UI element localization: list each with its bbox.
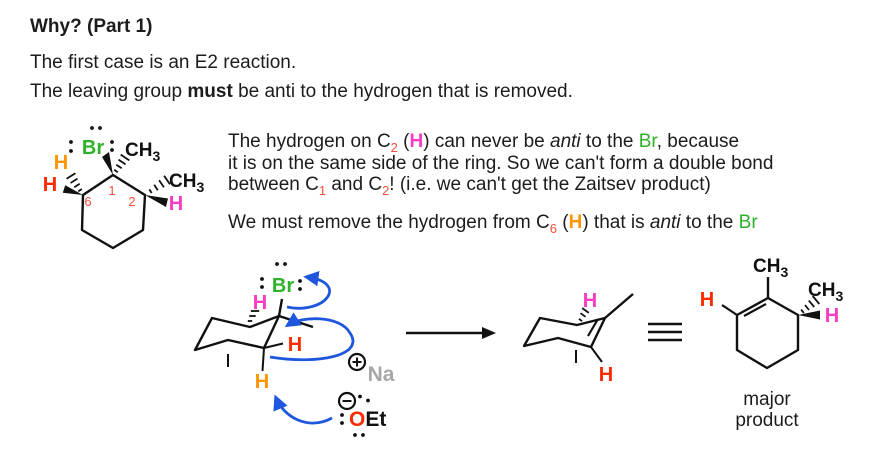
text-segment: (	[397, 131, 410, 152]
text-segment: 2	[382, 182, 390, 198]
text-segment: , because	[656, 131, 740, 152]
c6-equatorial-h-label: H	[43, 174, 57, 196]
halfchair-ring	[522, 316, 607, 349]
explanation-line-2: it is on the same side of the ring. So w…	[228, 153, 773, 174]
c2-methyl-hashed-bond	[148, 175, 171, 194]
c6-h-hashed-bond	[66, 172, 83, 193]
c6-axial-h-bond	[261, 347, 265, 372]
c3-h-label: H	[825, 305, 839, 327]
text-segment: between C	[228, 174, 319, 195]
electron-arrows	[269, 270, 355, 425]
text-segment: be anti to the hydrogen that is removed.	[232, 81, 573, 102]
intro-line-2: The leaving group must be anti to the hy…	[30, 81, 573, 103]
text-segment: Br	[638, 131, 657, 152]
ring-number-2: 2	[128, 194, 135, 209]
caption-major: major	[743, 389, 791, 410]
c6-equatorial-h-bond	[263, 342, 284, 349]
text-segment: The hydrogen on C	[228, 131, 391, 152]
text-segment: 2	[390, 139, 398, 155]
vinyl-h-bond	[590, 346, 603, 363]
sodium-ethoxide: Na OEt	[337, 352, 395, 437]
text-segment: ) that is	[582, 212, 650, 233]
c6-h-wedge-bond	[62, 185, 83, 195]
equivalence-icon	[648, 322, 682, 342]
text-segment: anti	[649, 212, 681, 233]
product-flat: CH3 CH3 H H major product	[700, 256, 844, 431]
caption-product: product	[735, 410, 799, 431]
c6-equatorial-h-label: H	[288, 334, 302, 356]
c3-methyl-label: CH3	[808, 280, 843, 304]
text-segment: The first case is an E2 reaction.	[30, 52, 297, 73]
explanation-block: The hydrogen on C2 (H) can never be anti…	[228, 131, 773, 236]
intro-line-1: The first case is an E2 reaction.	[30, 52, 296, 74]
ring-number-6: 6	[84, 194, 91, 209]
substrate-chair: Br H H H	[193, 262, 314, 393]
text-segment: to the	[580, 131, 639, 152]
text-segment: (	[556, 212, 569, 233]
page-title: Why? (Part 1)	[30, 16, 153, 37]
br-label: Br	[272, 275, 294, 297]
text-segment: and C	[326, 174, 383, 195]
allylic-h-label: H	[583, 290, 597, 312]
c1-br-wedge-bond	[102, 152, 113, 175]
chair-ring	[193, 314, 281, 352]
ethoxide-lone-pair-dots	[340, 394, 370, 437]
br-label: Br	[82, 137, 104, 159]
text-segment: to the	[680, 212, 739, 233]
double-bond-inner	[587, 318, 599, 337]
methyl-bond	[604, 293, 634, 319]
c1-methyl-label: CH3	[125, 140, 160, 164]
br-lone-pair-dots	[260, 262, 302, 291]
text-segment: The leaving group	[30, 81, 188, 102]
ch-bond-to-pi-arrow	[269, 312, 355, 362]
cyclohexene-ring	[735, 296, 800, 370]
c2-h-wedge-bond	[145, 195, 168, 207]
c6-axial-h-label: H	[54, 152, 68, 174]
text-segment: H	[409, 131, 424, 152]
base-attack-arrow	[273, 394, 333, 425]
vinyl-h-label: H	[599, 364, 613, 386]
c2-h-label: H	[169, 193, 183, 215]
ethoxide-label: OEt	[349, 408, 386, 431]
text-segment: ) can never be	[423, 131, 550, 152]
text-segment: H	[568, 212, 583, 233]
mechanism-scheme: Br H H H Na	[193, 256, 844, 437]
c1-methyl-hashed-bond	[113, 153, 130, 173]
text-segment: ! (i.e. we can't get the Zaitsev product…	[389, 174, 711, 195]
allylic-h-hashed-bond	[578, 307, 590, 322]
text-segment: anti	[550, 131, 581, 152]
double-bond-inner	[743, 303, 767, 317]
vinyl-h-bond	[721, 304, 738, 316]
text-segment: Br	[738, 212, 758, 233]
text-segment: 1	[318, 182, 327, 198]
reaction-arrow	[406, 327, 496, 339]
explanation-line-1: The hydrogen on C2 (H) can never be anti…	[228, 131, 773, 155]
vinyl-h-label: H	[700, 289, 714, 311]
text-segment: must	[187, 81, 233, 102]
text-segment: it is on the same side of the ring. So w…	[228, 153, 774, 174]
substrate-flat-structure: Br CH3 CH3 H H H 1 2 6	[43, 126, 204, 250]
ring-number-1: 1	[108, 183, 115, 198]
br-lone-pair-dots	[69, 126, 114, 153]
text-segment: We must remove the hydrogen from C	[228, 212, 550, 233]
c1-br-bond	[277, 298, 284, 317]
c6-axial-h-label: H	[255, 371, 269, 393]
c2-h-hashed-bond	[247, 310, 260, 322]
c2-h-label: H	[253, 292, 267, 314]
sodium-label: Na	[368, 363, 395, 386]
product-halfchair: H H	[522, 290, 634, 386]
c2-methyl-label: CH3	[169, 171, 204, 195]
c3-methyl-hashed-bond	[800, 295, 820, 314]
c3-h-wedge-bond	[798, 310, 820, 320]
explanation-line-4: We must remove the hydrogen from C6 (H) …	[228, 212, 773, 236]
br-leaving-arrow	[286, 270, 331, 310]
text-segment: 6	[549, 220, 557, 236]
c2-methyl-label: CH3	[753, 256, 788, 280]
explanation-line-3: between C1 and C2! (i.e. we can't get th…	[228, 174, 773, 198]
reaction-arrow-head	[482, 327, 496, 339]
